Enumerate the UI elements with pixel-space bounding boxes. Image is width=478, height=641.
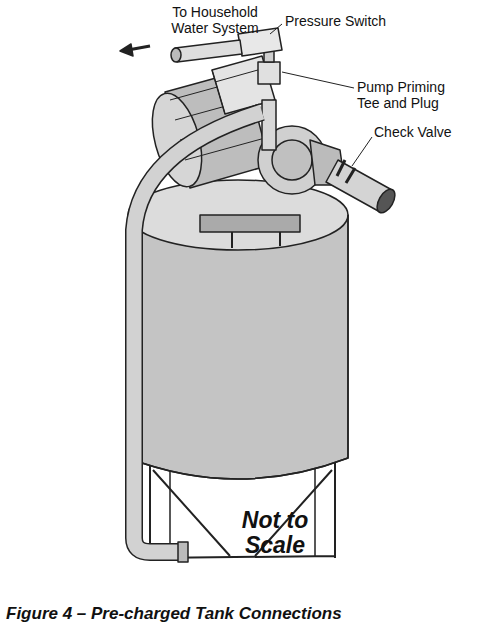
flow-label: To Household Water System [160, 4, 270, 36]
part-label: Pump Priming Tee and Plug [357, 79, 467, 111]
figure-caption: Figure 4 – Pre-charged Tank Connections [6, 604, 342, 624]
part-label: Pressure Switch [285, 13, 425, 29]
part-label: Check Valve [374, 124, 474, 140]
scale-note: Not to Scale [235, 508, 315, 558]
